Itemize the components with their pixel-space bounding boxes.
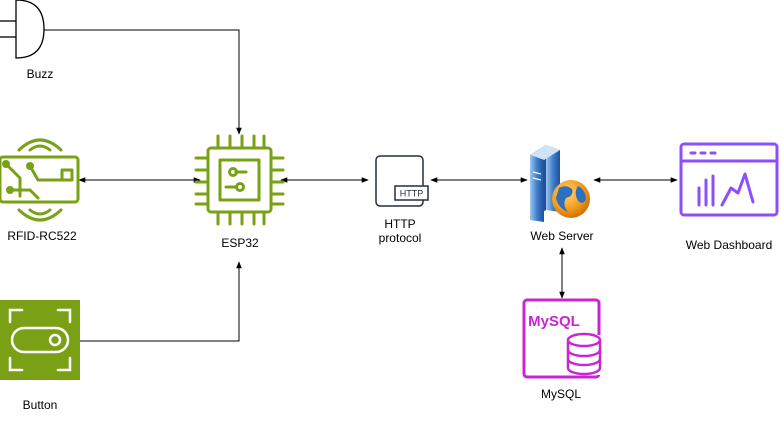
mysql-badge-text: MySQL: [528, 313, 580, 330]
mysql-label: MySQL: [540, 387, 581, 401]
database-icon: MySQL: [522, 298, 602, 379]
dashboard-chart-icon: [679, 142, 779, 217]
button-to-esp32-connector: [80, 261, 242, 342]
button-label: Button: [22, 398, 58, 412]
http-document-icon: HTTP: [375, 155, 429, 207]
buzz-label: Buzz: [26, 67, 54, 81]
server-globe-icon: [530, 145, 590, 222]
http-protocol-label: HTTP protocol: [378, 217, 422, 245]
buzz-to-esp32-connector: [44, 29, 242, 135]
rfid-chip-icon: [0, 138, 80, 222]
buzzer-icon: [0, 0, 45, 59]
esp32-label: ESP32: [221, 236, 259, 250]
rfid-label: RFID-RC522: [7, 229, 77, 243]
push-button-icon: [0, 300, 80, 380]
web-server-label: Web Server: [530, 229, 594, 243]
http-badge-text: HTTP: [400, 189, 424, 199]
web-dashboard-label: Web Dashboard: [685, 238, 773, 252]
microcontroller-icon: [194, 134, 285, 226]
